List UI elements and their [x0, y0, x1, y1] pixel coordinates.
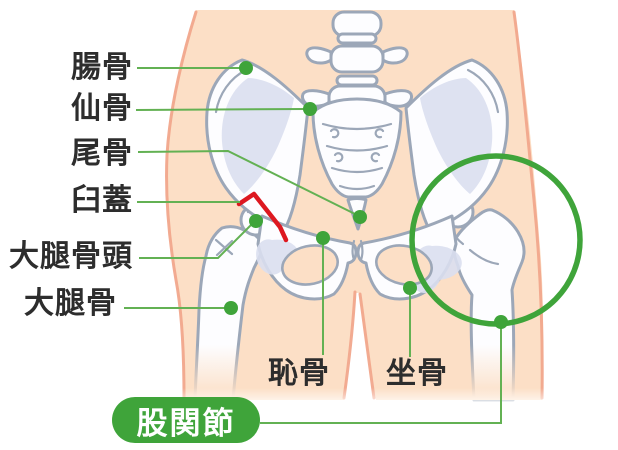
femur-dot: [224, 301, 238, 315]
label-femur: 大腿骨: [24, 286, 117, 321]
ilium-dot: [239, 61, 253, 75]
trochanter-cross-mark: [214, 238, 234, 257]
label-sacrum: 仙骨: [71, 91, 133, 126]
sacrum-bone: [311, 97, 403, 231]
femoral-head-dot: [249, 214, 263, 228]
coccyx-line: [137, 149, 358, 216]
hip-joint-badge: 股関節: [112, 397, 260, 443]
acetabulum-highlight: [236, 191, 289, 243]
label-ischium: 坐骨: [386, 356, 448, 391]
label-ilium: 腸骨: [71, 50, 133, 85]
pubis-dot: [316, 231, 330, 245]
label-femoral-head: 大腿骨頭: [9, 239, 133, 274]
coccyx-dot: [353, 210, 367, 224]
label-coccyx: 尾骨: [71, 136, 133, 171]
label-acetabulum: 臼蓋: [71, 183, 133, 218]
sacrum-dot: [303, 102, 317, 116]
label-pubis: 恥骨: [268, 356, 330, 391]
femoral-head-line: [139, 222, 254, 259]
leader-lines: [124, 67, 502, 424]
hip-joint-line: [260, 326, 502, 424]
hip-joint-dot: [494, 315, 508, 329]
marker-dots: [224, 61, 508, 329]
sacrum-line: [135, 108, 307, 111]
bottom-fade: [150, 388, 570, 410]
ischium-dot: [403, 281, 417, 295]
